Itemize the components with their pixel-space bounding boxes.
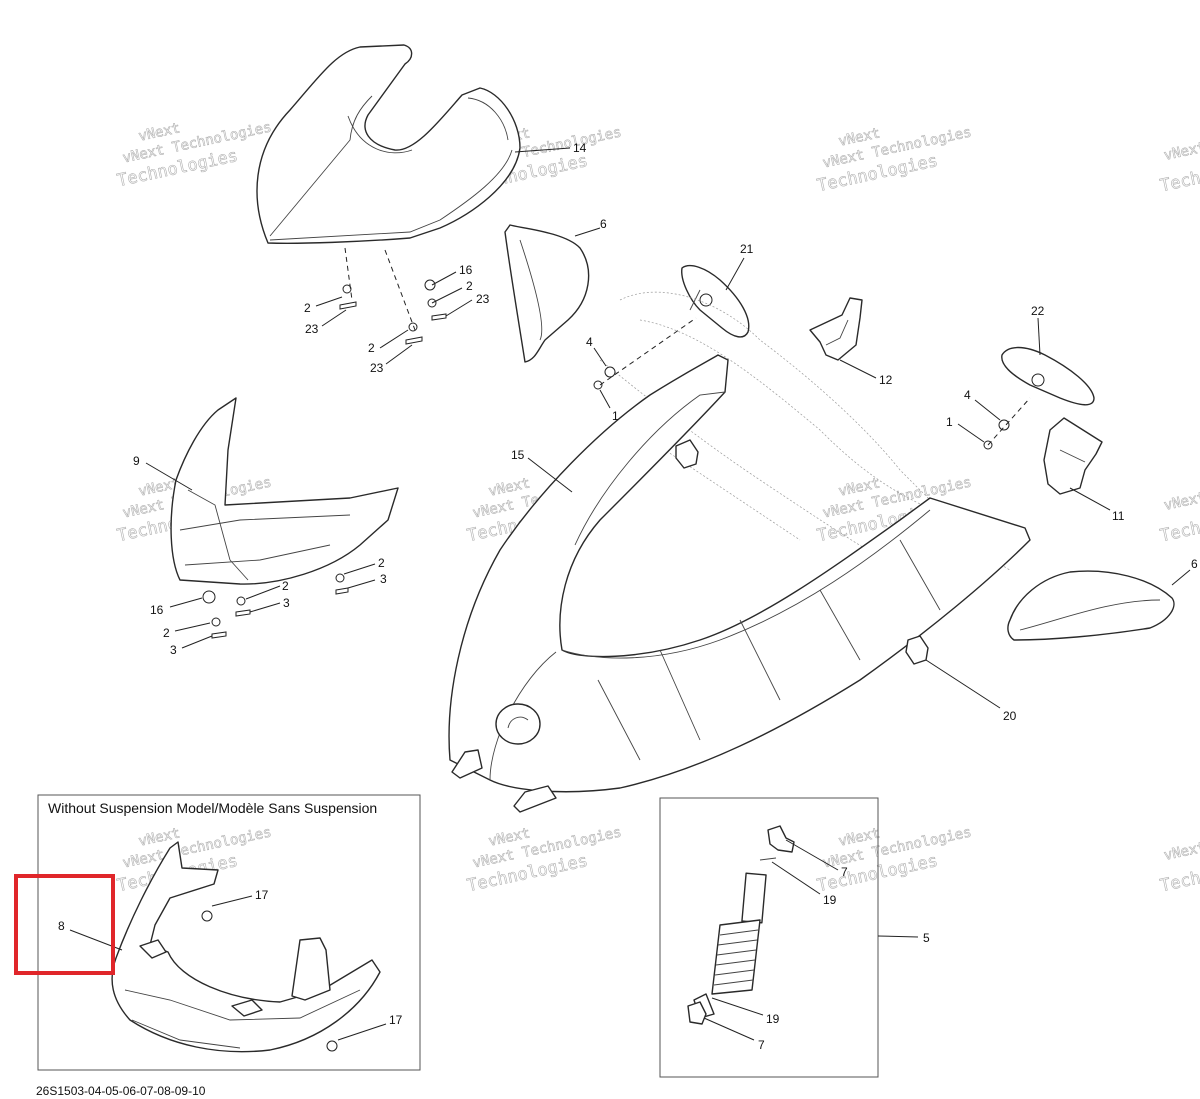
callout-2: 2 — [368, 341, 375, 355]
callout-8: 8 — [58, 919, 65, 933]
callout-7: 7 — [758, 1038, 765, 1052]
callout-2: 2 — [466, 279, 473, 293]
callout-4: 4 — [964, 388, 971, 402]
watermark-text: vNext — [1163, 139, 1200, 163]
callout-3: 3 — [170, 643, 177, 657]
callout-2: 2 — [378, 556, 385, 570]
part-21-mirror — [681, 264, 750, 338]
diagram-reference-number: 26S1503-04-05-06-07-08-09-10 — [36, 1084, 206, 1098]
callout-1: 1 — [946, 415, 953, 429]
callout-6: 6 — [600, 217, 607, 231]
hood-clip — [675, 439, 699, 469]
callout-2: 2 — [282, 579, 289, 593]
part-20-clip — [905, 635, 929, 665]
inset-frame — [37, 794, 421, 1071]
part-14-upper-cover — [256, 44, 521, 244]
inset-frame — [659, 797, 879, 1078]
callout-22: 22 — [1031, 304, 1045, 318]
callout-23: 23 — [476, 292, 490, 306]
callout-2: 2 — [304, 301, 311, 315]
inset-suspension: 7 19 5 19 7 — [659, 797, 930, 1078]
part-12-bracket — [809, 297, 863, 361]
callout-9: 9 — [133, 454, 140, 468]
callout-17: 17 — [255, 888, 269, 902]
callout-20: 20 — [1003, 709, 1017, 723]
part-15-main-hood — [448, 291, 1031, 813]
callout-16: 16 — [150, 603, 164, 617]
watermark-text: vNext — [1163, 489, 1200, 513]
callout-19: 19 — [766, 1012, 780, 1026]
inset-without-suspension: Without Suspension Model/Modèle Sans Sus… — [37, 794, 421, 1071]
part-6-side-panel — [504, 224, 590, 363]
callout-1: 1 — [612, 409, 619, 423]
callouts: 14 6 21 12 22 16 2 23 2 23 2 23 4 1 4 1 … — [133, 141, 1198, 723]
callout-11: 11 — [1112, 509, 1125, 523]
part-9-headlight-housing — [170, 397, 399, 585]
inset-title: Without Suspension Model/Modèle Sans Sus… — [48, 800, 377, 816]
callout-3: 3 — [380, 572, 387, 586]
callout-21: 21 — [740, 242, 754, 256]
assembly-lines — [344, 247, 1031, 446]
callout-15: 15 — [511, 448, 525, 462]
callout-16: 16 — [459, 263, 473, 277]
highlight-box-part-8 — [14, 874, 115, 975]
callout-12: 12 — [879, 373, 893, 387]
callout-23: 23 — [305, 322, 319, 336]
callout-4: 4 — [586, 335, 593, 349]
part-11-bracket — [1043, 417, 1103, 495]
callout-19: 19 — [823, 893, 837, 907]
part-22-mirror — [1001, 346, 1095, 406]
callout-14: 14 — [573, 141, 587, 155]
hardware — [202, 279, 1010, 639]
part-6-right-side-panel — [1007, 570, 1175, 641]
callout-6: 6 — [1191, 557, 1198, 571]
callout-7: 7 — [841, 865, 848, 879]
callout-5: 5 — [923, 931, 930, 945]
watermark-text: vNext — [1163, 839, 1200, 863]
callout-17: 17 — [389, 1013, 403, 1027]
callout-23: 23 — [370, 361, 384, 375]
callout-2: 2 — [163, 626, 170, 640]
callout-3: 3 — [283, 596, 290, 610]
